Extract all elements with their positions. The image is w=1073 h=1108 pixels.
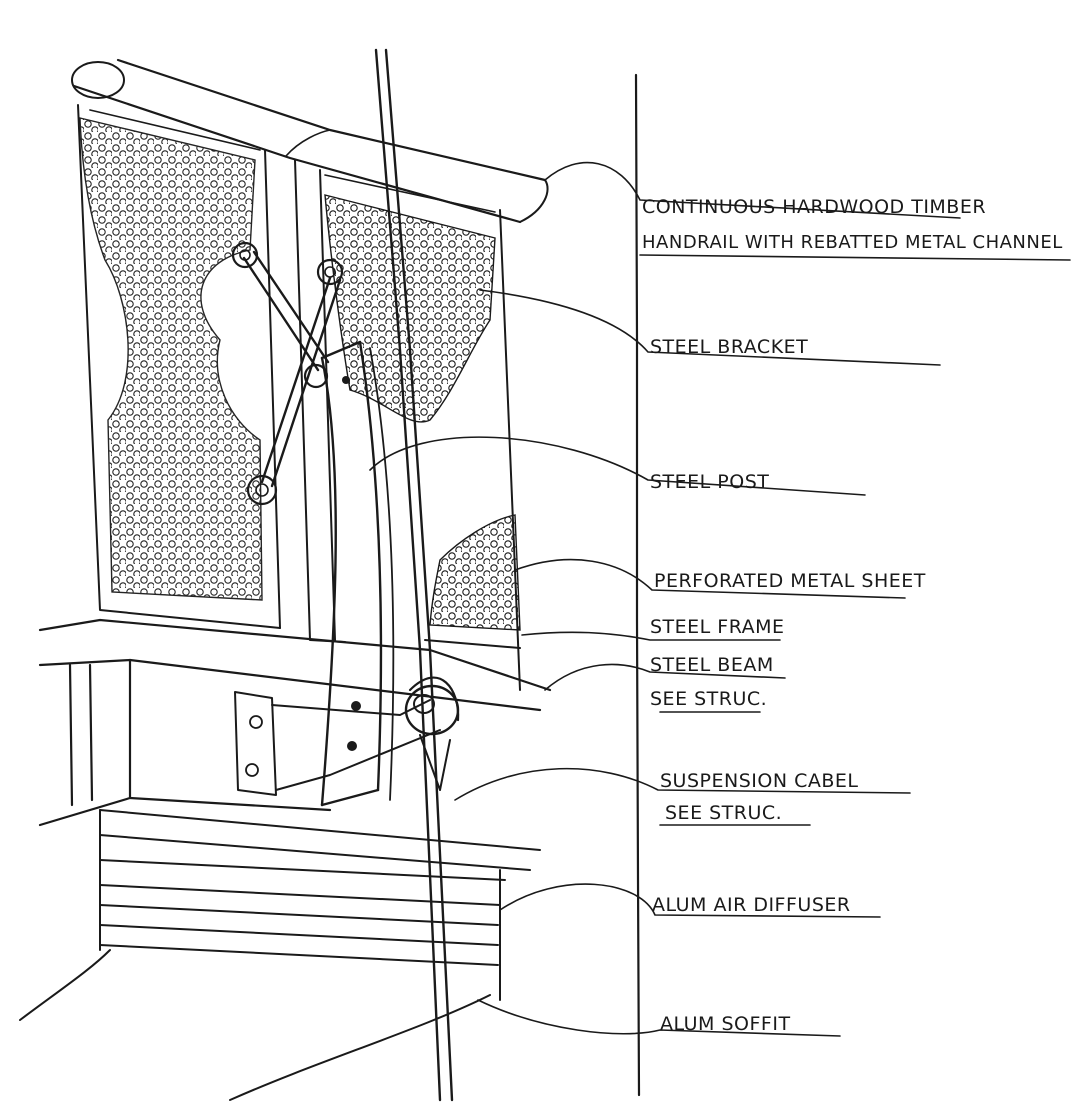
label-suspension-see-struc: SEE STRUC. — [665, 802, 783, 824]
steel-beam — [38, 618, 552, 827]
label-alum-soffit: ALUM SOFFIT — [660, 1013, 791, 1035]
label-suspension-cable: SUSPENSION CABEL — [660, 770, 859, 792]
label-steel-frame: STEEL FRAME — [650, 616, 785, 638]
steel-bracket — [231, 241, 344, 506]
steel-post — [320, 340, 395, 807]
leader-lines — [369, 161, 1071, 1037]
suspension-cable — [374, 48, 460, 1102]
label-continuous-hardwood-timber: CONTINUOUS HARDWOOD TIMBER — [642, 196, 987, 218]
label-steel-beam-see-struc: SEE STRUC. — [650, 688, 768, 710]
label-alum-air-diffuser: ALUM AIR DIFFUSER — [652, 894, 851, 916]
label-steel-post: STEEL POST — [650, 471, 770, 493]
vertical-guide-line — [634, 73, 641, 1097]
air-diffuser-soffit — [19, 809, 541, 1101]
label-steel-beam: STEEL BEAM — [650, 654, 774, 676]
label-perforated-metal-sheet: PERFORATED METAL SHEET — [654, 570, 926, 592]
perforated-metal-sheet — [79, 117, 521, 631]
label-steel-bracket: STEEL BRACKET — [650, 336, 809, 358]
label-handrail-metal-channel: HANDRAIL WITH REBATTED METAL CHANNEL — [642, 232, 1063, 253]
